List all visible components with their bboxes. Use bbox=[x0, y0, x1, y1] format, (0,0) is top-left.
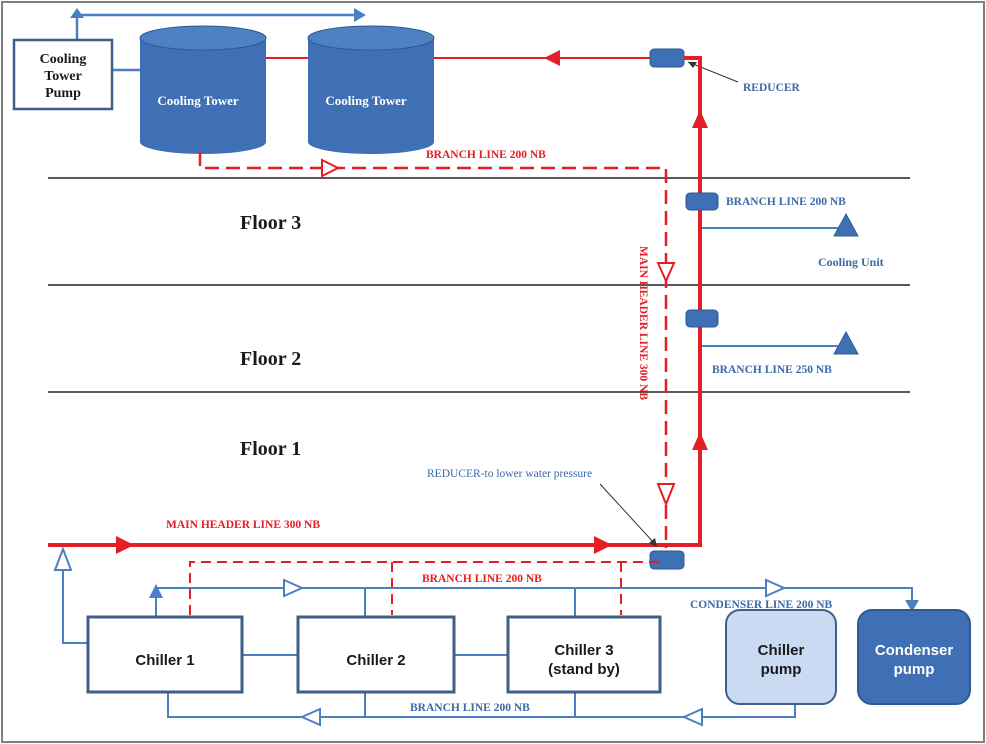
condenser-pump-label-2: pump bbox=[894, 661, 935, 678]
branch-line-bottom bbox=[167, 692, 796, 718]
branch-line-top-dashed bbox=[198, 152, 668, 548]
chiller-pump-label-2: pump bbox=[761, 661, 802, 678]
cooling-tower-1-label: Cooling Tower bbox=[157, 93, 238, 108]
cooling-tower-2: Cooling Tower bbox=[307, 25, 435, 154]
cooling-unit-label: Cooling Unit bbox=[818, 255, 884, 269]
arrow-up-icon bbox=[70, 8, 84, 18]
chiller-3-sublabel: (stand by) bbox=[548, 661, 620, 678]
left-riser-line bbox=[62, 568, 88, 644]
main-header-horizontal-label: MAIN HEADER LINE 300 NB bbox=[166, 519, 320, 531]
arrow-up-icon bbox=[149, 584, 163, 598]
chiller-1 bbox=[86, 615, 244, 694]
reducer-floor-2 bbox=[685, 309, 719, 328]
branch-line-floor2-label: BRANCH LINE 250 NB bbox=[712, 364, 832, 376]
arrow-up-icon bbox=[692, 110, 708, 128]
arrow-right-icon bbox=[321, 158, 341, 178]
condenser-pump-label-1: Condenser bbox=[875, 642, 954, 659]
arrow-up-icon bbox=[692, 432, 708, 450]
reducer-top-label: REDUCER bbox=[743, 82, 801, 94]
reducer-floor-3 bbox=[685, 192, 719, 211]
arrow-right-icon bbox=[594, 536, 612, 554]
floor-label-2: Floor 2 bbox=[240, 348, 301, 370]
cooling-unit-floor-3-icon bbox=[833, 212, 859, 237]
chiller-pump bbox=[725, 609, 837, 705]
arrow-up-icon bbox=[53, 546, 73, 571]
cooling-unit-floor-2-icon bbox=[833, 330, 859, 355]
condenser-pump bbox=[857, 609, 971, 705]
branch-line-top-label: BRANCH LINE 200 NB bbox=[426, 149, 546, 161]
arrow-down-icon bbox=[656, 483, 676, 507]
branch-line-chillers-dashed bbox=[189, 561, 666, 615]
chiller-2-label: Chiller 2 bbox=[346, 652, 405, 669]
reducer-bottom-label: REDUCER-to lower water pressure bbox=[427, 468, 592, 480]
chiller-1-label: Chiller 1 bbox=[135, 652, 194, 669]
branch-line-bottom-label: BRANCH LINE 200 NB bbox=[410, 702, 530, 714]
arrow-left-icon bbox=[544, 50, 560, 66]
reducer-bottom bbox=[649, 550, 685, 570]
chiller-2 bbox=[296, 615, 456, 694]
arrow-right-icon bbox=[765, 578, 787, 598]
arrow-right-icon bbox=[116, 536, 134, 554]
chiller-3 bbox=[506, 615, 662, 694]
pump-to-tower-line bbox=[75, 13, 356, 40]
arrow-right-icon bbox=[283, 578, 305, 598]
chiller-3-label: Chiller 3 bbox=[554, 642, 613, 659]
floor-label-1: Floor 1 bbox=[240, 438, 301, 460]
condenser-line-label: CONDENSER LINE 200 NB bbox=[690, 599, 833, 611]
branch-line-floor3-label: BRANCH LINE 200 NB bbox=[726, 196, 846, 208]
cooling-tower-pump-label-1: Cooling bbox=[40, 52, 87, 67]
arrow-down-icon bbox=[656, 262, 676, 284]
cooling-tower-pump-label-2: Tower bbox=[44, 69, 82, 84]
cooling-tower-1: Cooling Tower bbox=[139, 25, 267, 154]
condenser-line bbox=[155, 587, 913, 617]
arrow-left-icon bbox=[299, 707, 321, 727]
cooling-tower-2-label: Cooling Tower bbox=[325, 93, 406, 108]
reducer-top-pointer bbox=[687, 61, 739, 83]
cooling-tower-pump-label-3: Pump bbox=[45, 86, 81, 101]
floor-label-3: Floor 3 bbox=[240, 212, 301, 234]
chiller-pump-label-1: Chiller bbox=[758, 642, 805, 659]
cooling-tower-pump bbox=[12, 38, 114, 111]
branch-line-chillers-label: BRANCH LINE 200 NB bbox=[422, 573, 542, 585]
main-header-vertical-label: MAIN HEADER LINE 300 NB bbox=[637, 246, 649, 400]
arrow-left-icon bbox=[681, 707, 703, 727]
reducer-bottom-pointer bbox=[599, 483, 656, 545]
reducer-top bbox=[649, 48, 685, 68]
arrow-down-icon bbox=[905, 600, 919, 612]
floor-lines bbox=[48, 177, 910, 393]
arrow-right-icon bbox=[354, 8, 366, 22]
